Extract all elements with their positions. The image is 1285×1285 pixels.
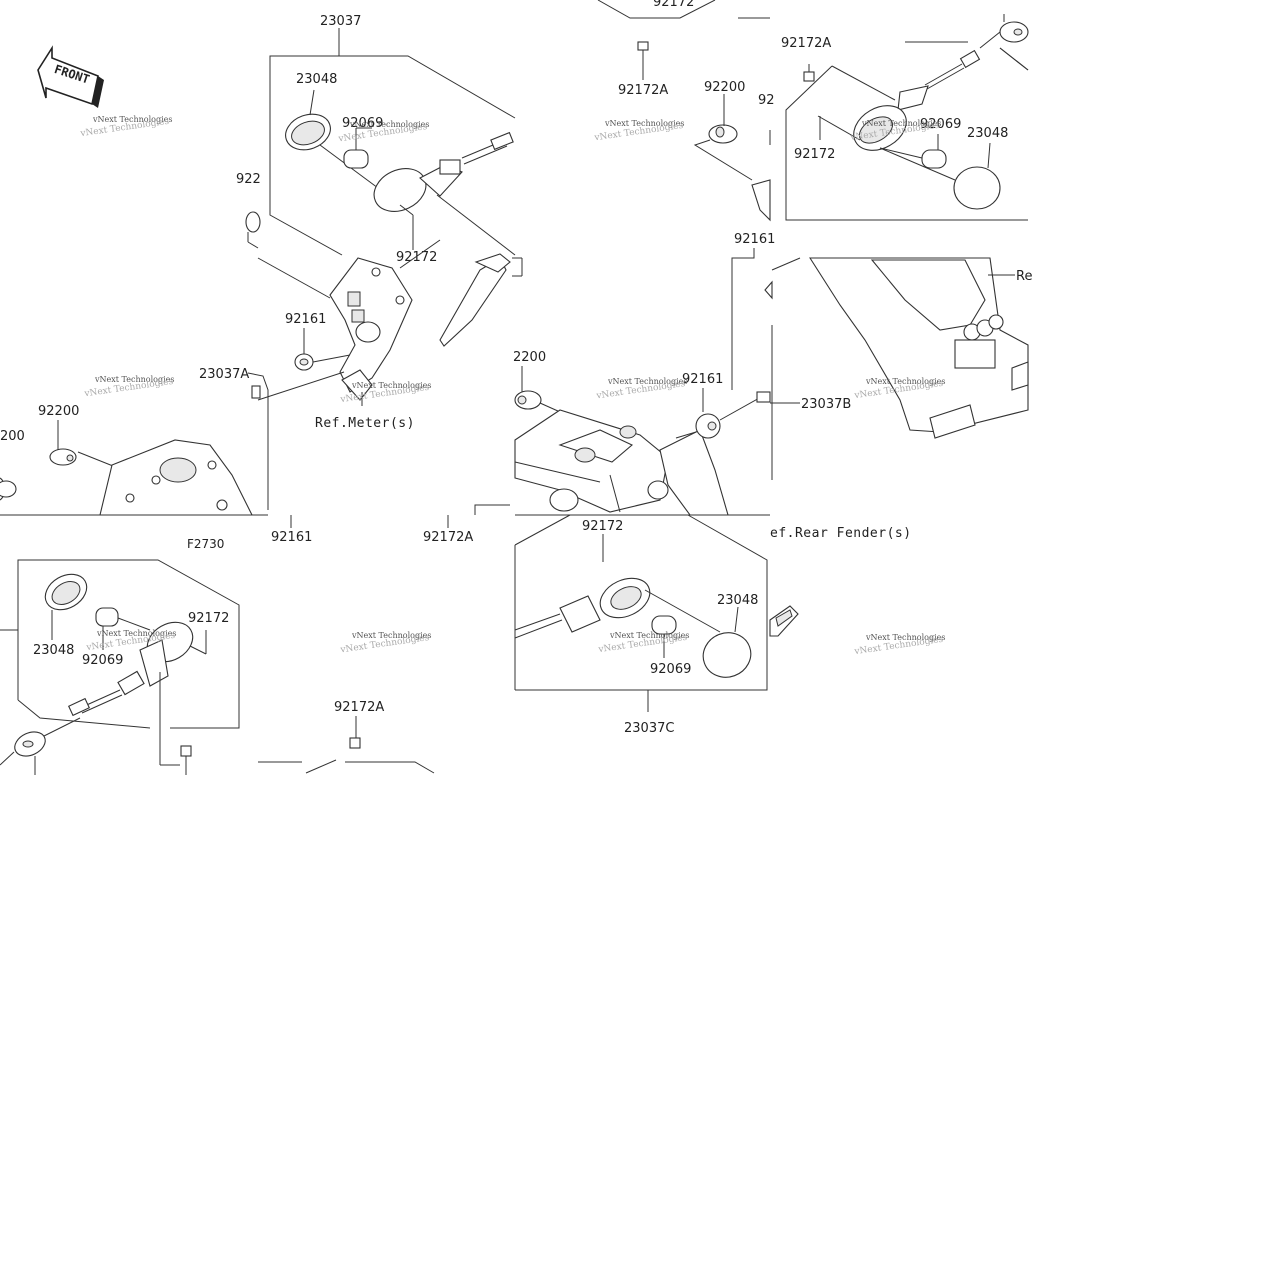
watermark: vNext Technologies [96,629,176,638]
watermark: vNext Technologies [607,377,687,386]
part-label-92161-bottom: 92161 [271,530,312,545]
ref-rear-fender-label: ef.Rear Fender(s) [770,526,912,541]
part-label-23048-tr: 23048 [967,126,1008,141]
watermark: vNext Technologies [92,115,172,124]
part-label-23037B: 23037B [801,397,851,412]
part-label-92172-br: 92172 [582,519,623,534]
grommet-92161-center [675,391,771,439]
watermarks: vNext Technologies vNext Technologies vN… [79,115,946,657]
part-label-23037: 23037 [320,14,361,29]
part-label-92172A-low: 92172A [334,700,384,715]
center-frame [514,366,770,516]
part-label-23048-bl: 23048 [33,643,74,658]
part-label-200-partial: 200 [0,429,25,444]
low-screw-92172A [258,716,435,774]
watermark: vNext Technologies [604,119,684,128]
part-label-92172A-bottom: 92172A [423,530,473,545]
top-center-hardware [597,0,771,222]
part-label-92069-tr: 92069 [920,117,961,132]
top-left-grommet [245,211,331,299]
watermark: vNext Technologies [861,119,941,128]
watermark: vNext Technologies [351,381,431,390]
left-seat-cowl [0,420,253,516]
bottom-right-turn-signal-group [514,514,799,712]
part-label-23037A: 23037A [199,367,249,382]
part-label-922-partial: 922 [236,172,261,187]
top-left-turn-signal-group [269,28,516,256]
part-label-92161-center-b: 92161 [682,372,723,387]
part-label-23048: 23048 [296,72,337,87]
part-label-92172-tr: 92172 [794,147,835,162]
part-label-92069-bl: 92069 [82,653,123,668]
part-label-92069: 92069 [342,116,383,131]
part-label-92172A-top: 92172A [618,83,668,98]
part-label-92172A-tr: 92172A [781,36,831,51]
top-right-turn-signal-group [785,14,1029,221]
front-arrow-icon: FRONT [37,45,104,108]
part-label-92069-br: 92069 [650,662,691,677]
ref-meter-label: Ref.Meter(s) [315,416,415,431]
part-label-92-partial: 92 [758,93,775,108]
part-label-23048-br: 23048 [717,593,758,608]
watermark: vNext Technologies [351,631,431,640]
part-label-92161-center-a: 92161 [734,232,775,247]
watermark: vNext Technologies [865,633,945,642]
part-label-92200-left: 92200 [38,404,79,419]
watermark: vNext Technologies [865,377,945,386]
part-label-Re-partial: Re [1016,269,1032,284]
part-label-92172: 92172 [396,250,437,265]
meter-bracket [329,239,523,401]
figure-code: F2730 [187,537,224,551]
part-label-92172-bl: 92172 [188,611,229,626]
bottom-left-turn-signal-group [0,559,240,775]
part-label-92200-top: 92200 [704,80,745,95]
part-label-92161-mid: 92161 [285,312,326,327]
watermark: vNext Technologies [349,120,429,129]
part-label-92172-top: 92172 [653,0,694,10]
rear-fender-frame [764,257,1029,439]
grommet-92161-left [294,328,351,371]
part-label-2200-partial: 2200 [513,350,546,365]
watermark: vNext Technologies [94,375,174,384]
watermark: vNext Technologies [609,631,689,640]
part-label-23037C: 23037C [624,721,674,736]
